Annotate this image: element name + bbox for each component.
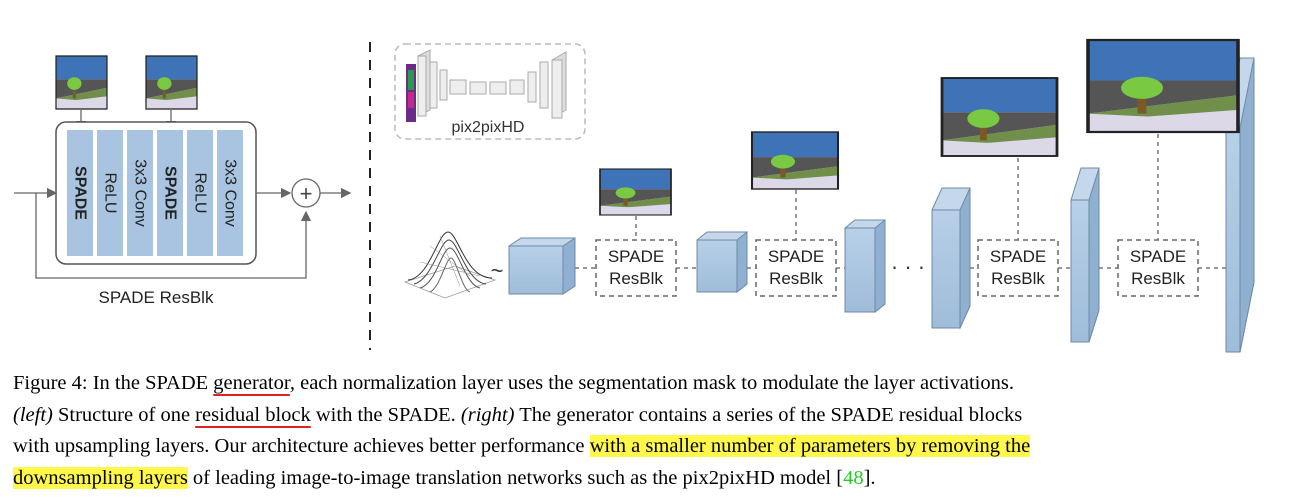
resblk-layer-label: SPADE bbox=[162, 166, 179, 220]
caption-text: of leading image-to-image translation ne… bbox=[187, 466, 844, 489]
spade-resblk-label: SPADE bbox=[990, 247, 1046, 266]
resblk-layer-6 bbox=[217, 130, 243, 256]
caption-line-3: with upsampling layers. Our architecture… bbox=[13, 431, 1288, 463]
pix2pixhd-label: pix2pixHD bbox=[452, 119, 525, 136]
caption-text: Structure of one bbox=[52, 403, 196, 426]
spade-resblk-box-4 bbox=[1117, 239, 1199, 297]
segmentation-map-resblk-3 bbox=[940, 76, 1059, 158]
feature-map-2 bbox=[696, 230, 748, 294]
spade-resblk-box-1 bbox=[595, 239, 677, 297]
segmentation-map-1 bbox=[55, 55, 108, 110]
caption-highlight: downsampling layers bbox=[13, 466, 188, 489]
spade-resblk-label: ResBlk bbox=[769, 269, 823, 288]
resblk-layer-label: 3x3 Conv bbox=[222, 159, 239, 227]
resblk-title: SPADE ResBlk bbox=[99, 288, 214, 307]
caption-left-label: (left) bbox=[13, 403, 53, 426]
caption-text: with upsampling layers. Our architecture… bbox=[13, 435, 590, 457]
caption-line-1: Figure 4: In the SPADE generator, each n… bbox=[13, 368, 1288, 400]
plus-symbol: + bbox=[300, 181, 313, 206]
feature-map-1 bbox=[508, 237, 576, 295]
figure-caption: Figure 4: In the SPADE generator, each n… bbox=[13, 368, 1288, 494]
feature-map-4 bbox=[931, 187, 971, 330]
spade-resblk-label: SPADE bbox=[608, 247, 664, 266]
resblk-layer-label: ReLU bbox=[102, 173, 119, 214]
resblk-layer-label: 3x3 Conv bbox=[132, 159, 149, 227]
caption-right-label: (right) bbox=[460, 403, 515, 426]
gaussian-noise-icon bbox=[403, 231, 497, 299]
caption-text: with the SPADE. bbox=[310, 403, 461, 426]
resblk-layer-2 bbox=[97, 130, 123, 256]
pix2pixhd-inset bbox=[394, 43, 586, 140]
caption-highlight: with a smaller number of parameters by r… bbox=[589, 435, 1031, 457]
resblk-layer-label: SPADE bbox=[72, 166, 89, 220]
caption-line-2: (left) Structure of one residual block w… bbox=[13, 400, 1288, 432]
caption-line-4: downsampling layers of leading image-to-… bbox=[13, 463, 1288, 495]
segmentation-map-2 bbox=[145, 55, 198, 110]
generator-diagram: pix2pixHD ~ bbox=[394, 38, 1255, 353]
ellipsis: · · · bbox=[891, 254, 925, 279]
tilde-symbol: ~ bbox=[491, 258, 504, 283]
spade-resblk-label: ResBlk bbox=[609, 269, 663, 288]
caption-text: The generator contains a series of the S… bbox=[514, 403, 1023, 426]
resblk-layer-5 bbox=[187, 130, 213, 256]
resblk-layer-4 bbox=[157, 130, 183, 256]
resblk-layer-label: ReLU bbox=[192, 173, 209, 214]
resblk-layer-1 bbox=[67, 130, 93, 256]
caption-text: Figure 4: In the SPADE bbox=[13, 372, 214, 394]
caption-text: ]. bbox=[863, 466, 876, 489]
spade-resblk-diagram: SPADE ReLU 3x3 Conv SPADE ReLU 3x3 Conv + SPA… bbox=[14, 55, 352, 307]
caption-underlined-residual-block: residual block bbox=[195, 403, 311, 426]
feature-map-5 bbox=[1070, 167, 1100, 343]
caption-text: , each normalization layer uses the segm… bbox=[289, 372, 1014, 394]
feature-map-3 bbox=[844, 218, 886, 314]
pix2pixhd-network-icon bbox=[406, 49, 567, 122]
spade-resblk-label: ResBlk bbox=[1131, 269, 1185, 288]
spade-resblk-label: ResBlk bbox=[991, 269, 1045, 288]
segmentation-map-resblk-4 bbox=[1086, 38, 1240, 134]
resblk-layer-3 bbox=[127, 130, 153, 256]
caption-underlined-generator: generator bbox=[213, 372, 290, 394]
spade-resblk-label: SPADE bbox=[1130, 247, 1186, 266]
segmentation-map-resblk-1 bbox=[599, 168, 672, 216]
spade-resblk-label: SPADE bbox=[768, 247, 824, 266]
citation-link-48[interactable]: 48 bbox=[843, 466, 864, 489]
spade-resblk-box-2 bbox=[755, 239, 837, 297]
segmentation-map-resblk-2 bbox=[750, 130, 840, 191]
